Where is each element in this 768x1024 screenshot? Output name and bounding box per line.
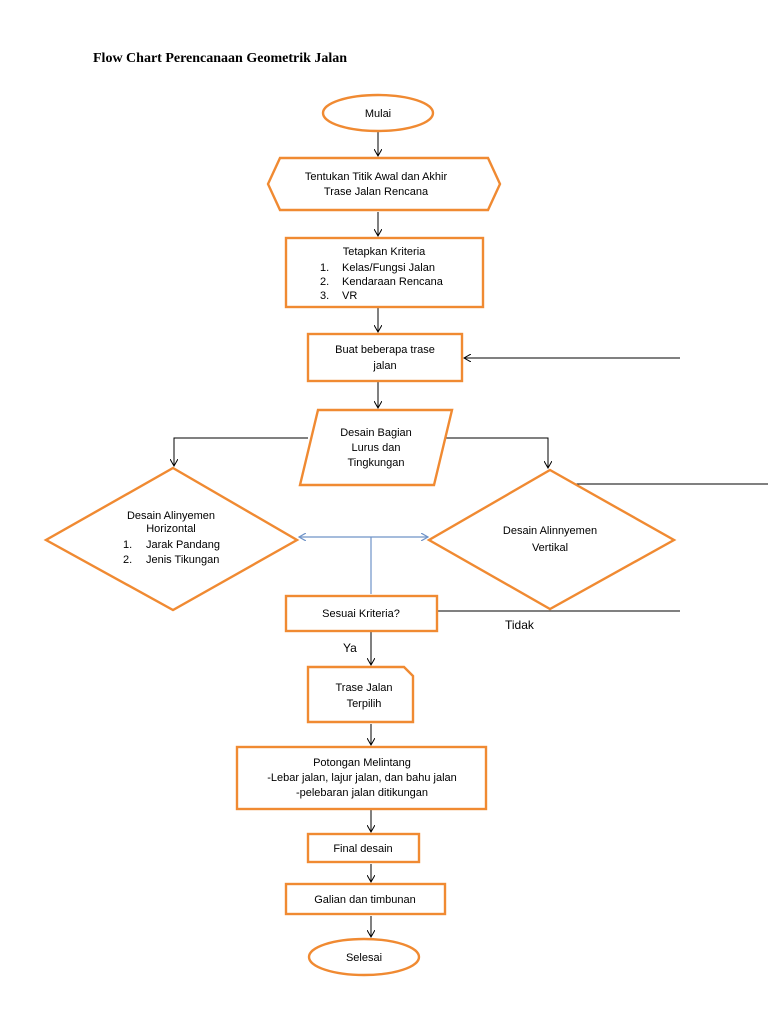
- node-define-points-line1: Tentukan Titik Awal dan Akhir: [305, 171, 448, 183]
- node-horizontal-line2: Horizontal: [146, 523, 196, 535]
- node-final: Final desain: [306, 832, 421, 864]
- node-make-routes: Buat beberapa trase jalan: [306, 332, 464, 383]
- node-check: Sesuai Kriteria?: [284, 594, 439, 633]
- node-cross-section-line2: -Lebar jalan, lajur jalan, dan bahu jala…: [267, 772, 457, 784]
- node-criteria-item-num: 2.: [320, 276, 329, 288]
- node-end: Selesai: [307, 937, 421, 977]
- node-vertical-line1: Desain Alinnyemen: [503, 525, 597, 537]
- node-criteria: Tetapkan Kriteria 1. Kelas/Fungsi Jalan …: [284, 236, 485, 309]
- node-horizontal-item-text: Jarak Pandang: [146, 539, 220, 551]
- node-start-label: Mulai: [365, 108, 391, 120]
- node-chosen-route-line2: Terpilih: [347, 698, 382, 710]
- node-horizontal-item-num: 1.: [123, 539, 132, 551]
- node-cross-section-line1: Potongan Melintang: [313, 757, 411, 769]
- node-design-segments: Desain Bagian Lurus dan Tingkungan: [298, 408, 454, 487]
- node-start: Mulai: [321, 93, 435, 133]
- node-earthwork-label: Galian dan timbunan: [314, 894, 416, 906]
- page-title: Flow Chart Perencanaan Geometrik Jalan: [93, 51, 348, 66]
- node-design-segments-line2: Lurus dan: [352, 442, 401, 454]
- node-criteria-item-text: Kendaraan Rencana: [342, 276, 444, 288]
- node-chosen-route: Trase Jalan Terpilih: [306, 665, 415, 724]
- node-criteria-title: Tetapkan Kriteria: [343, 246, 426, 258]
- edge-label-yes: Ya: [343, 641, 357, 655]
- node-chosen-route-line1: Trase Jalan: [335, 682, 392, 694]
- node-horizontal-item-num: 2.: [123, 554, 132, 566]
- node-criteria-item-num: 3.: [320, 290, 329, 302]
- node-horizontal-item-text: Jenis Tikungan: [146, 554, 219, 566]
- node-cross-section-line3: -pelebaran jalan ditikungan: [296, 787, 428, 799]
- node-design-segments-line1: Desain Bagian: [340, 427, 412, 439]
- node-horizontal-line1: Desain Alinyemen: [127, 510, 215, 522]
- node-check-label: Sesuai Kriteria?: [322, 608, 400, 620]
- node-criteria-item-num: 1.: [320, 262, 329, 274]
- node-criteria-item-text: VR: [342, 290, 357, 302]
- node-end-label: Selesai: [346, 952, 382, 964]
- node-define-points-line2: Trase Jalan Rencana: [324, 186, 429, 198]
- node-vertical: Desain Alinnyemen Vertikal: [426, 468, 677, 611]
- node-make-routes-line2: jalan: [372, 360, 396, 372]
- connector-design-horizontal: [174, 437, 308, 466]
- node-define-points: Tentukan Titik Awal dan Akhir Trase Jala…: [266, 156, 502, 212]
- node-cross-section: Potongan Melintang -Lebar jalan, lajur j…: [235, 745, 488, 811]
- edge-label-no: Tidak: [505, 618, 535, 632]
- node-earthwork: Galian dan timbunan: [284, 882, 447, 916]
- node-horizontal: Desain Alinyemen Horizontal 1. Jarak Pan…: [43, 466, 300, 612]
- node-design-segments-line3: Tingkungan: [347, 457, 404, 469]
- node-criteria-item-text: Kelas/Fungsi Jalan: [342, 262, 435, 274]
- node-make-routes-line1: Buat beberapa trase: [335, 344, 435, 356]
- node-final-label: Final desain: [333, 843, 392, 855]
- connector-design-vertical: [446, 437, 548, 468]
- node-vertical-line2: Vertikal: [532, 542, 568, 554]
